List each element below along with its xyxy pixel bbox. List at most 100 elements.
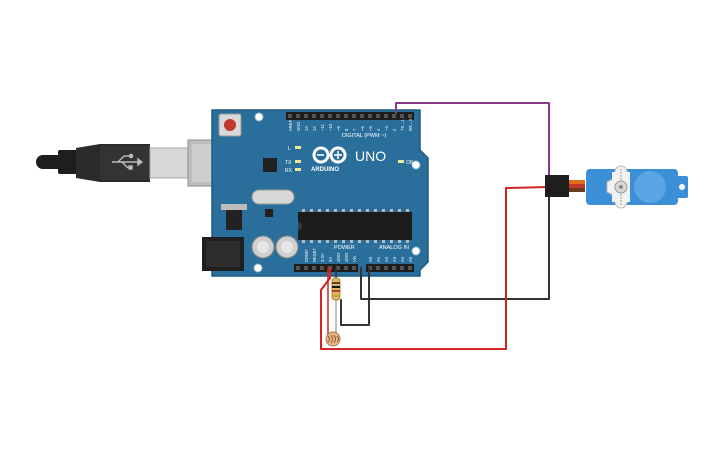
power-header-label: POWER: [334, 245, 355, 251]
chip-pin: [382, 209, 385, 212]
chip-pin: [302, 209, 305, 212]
pin-label: 4: [376, 128, 381, 131]
servo-mount-hole: [679, 184, 685, 190]
analog-pin-socket[interactable]: [400, 266, 404, 270]
power-pin-socket[interactable]: [296, 266, 300, 270]
power-pin-socket[interactable]: [304, 266, 308, 270]
resistor-band: [332, 295, 340, 297]
power-pin-socket[interactable]: [352, 266, 356, 270]
digital-pin-socket[interactable]: [384, 114, 388, 118]
led-rx: [295, 168, 301, 171]
chip-pin: [390, 240, 393, 243]
digital-pin-socket[interactable]: [352, 114, 356, 118]
pin-label: ~6: [360, 126, 365, 131]
power-pin-socket[interactable]: [312, 266, 316, 270]
chip-pin: [406, 240, 409, 243]
digital-pin-socket[interactable]: [288, 114, 292, 118]
wires: [320, 102, 550, 350]
horn-hole: [620, 169, 622, 171]
analog-pin-socket[interactable]: [384, 266, 388, 270]
led-l-label: L: [288, 146, 291, 152]
chip-pin: [390, 209, 393, 212]
pin-label: 3.3V: [320, 253, 325, 262]
horn-hole: [620, 197, 622, 199]
board-model-name: UNO: [355, 148, 386, 164]
resistor-band: [332, 286, 340, 288]
pin-label: AREF: [288, 119, 293, 131]
digital-pin-socket[interactable]: [368, 114, 372, 118]
digital-pin-socket[interactable]: [296, 114, 300, 118]
horn-hole: [620, 200, 622, 202]
servo-connector: [545, 175, 569, 197]
digital-pin-socket[interactable]: [400, 114, 404, 118]
mounting-hole: [254, 112, 264, 122]
power-pin-socket[interactable]: [320, 266, 324, 270]
led-tx-label: TX: [285, 160, 292, 166]
chip-pin: [334, 240, 337, 243]
digital-pin-socket[interactable]: [304, 114, 308, 118]
crystal-oscillator: [251, 189, 295, 205]
analog-pin-socket[interactable]: [376, 266, 380, 270]
pin-label: Vin: [352, 255, 357, 262]
usb-symbol-icon: [112, 153, 144, 170]
digital-pin-socket[interactable]: [408, 114, 412, 118]
resistor-band: [332, 282, 340, 284]
power-pin-socket[interactable]: [344, 266, 348, 270]
servo-wire-orange: [569, 180, 585, 184]
usb-plug-metal: [149, 147, 189, 179]
arduino-uno-board[interactable]: L TX RX ON ARDUINO UNO DIGITAL (PWM ~) A…: [202, 109, 429, 277]
pin-label: RX←0: [408, 118, 413, 131]
pin-label: ~3: [384, 126, 389, 131]
chip-pin: [334, 209, 337, 212]
photoresistor-trace-icon: [327, 334, 339, 344]
digital-pin-socket[interactable]: [360, 114, 364, 118]
chip-pin: [302, 240, 305, 243]
atmega-chip-pins: [302, 209, 409, 243]
pin-label: ~5: [368, 126, 373, 131]
analog-pin-socket[interactable]: [392, 266, 396, 270]
servo-gear-housing: [634, 171, 666, 203]
pin-label: GND: [344, 253, 349, 262]
led-on: [398, 160, 404, 163]
chip-pin: [366, 209, 369, 212]
digital-pin-socket[interactable]: [312, 114, 316, 118]
resistor[interactable]: [331, 277, 341, 301]
led-l: [295, 146, 301, 149]
servo-horn-holes: [620, 169, 622, 205]
chip-pin: [342, 240, 345, 243]
analog-pin-socket[interactable]: [408, 266, 412, 270]
digital-pin-socket[interactable]: [392, 114, 396, 118]
power-pin-socket[interactable]: [336, 266, 340, 270]
pin-label: A0: [368, 256, 373, 262]
chip-pin: [350, 240, 353, 243]
digital-pin-socket[interactable]: [320, 114, 324, 118]
usb-chip: [263, 158, 277, 172]
pin-label: GND: [336, 253, 341, 262]
pin-label: A5: [408, 256, 413, 262]
photoresistor[interactable]: [325, 331, 341, 347]
power-wire-5v-to-servo[interactable]: [320, 186, 550, 350]
digital-pin-socket[interactable]: [344, 114, 348, 118]
servo-horn[interactable]: [606, 165, 630, 209]
digital-header-strip: [286, 112, 414, 120]
pin-label: ~9: [336, 126, 341, 131]
ground-wire-sensor[interactable]: [340, 267, 370, 326]
arduino-logo-text: ARDUINO: [311, 167, 339, 173]
signal-wire-pin9-to-servo[interactable]: [395, 102, 550, 184]
digital-pin-socket[interactable]: [376, 114, 380, 118]
reset-button[interactable]: [224, 119, 236, 131]
digital-pin-socket[interactable]: [336, 114, 340, 118]
atmega-chip: [298, 212, 412, 240]
chip-pin: [326, 240, 329, 243]
capacitor-1: [251, 235, 275, 259]
chip-pin: [382, 240, 385, 243]
ground-wire-to-servo[interactable]: [360, 190, 550, 300]
digital-pin-socket[interactable]: [328, 114, 332, 118]
horn-hole: [620, 175, 622, 177]
micro-servo[interactable]: [545, 165, 688, 209]
pin-label: TX→1: [400, 118, 405, 131]
led-on-label: ON: [406, 160, 414, 166]
horn-hole: [620, 203, 622, 205]
